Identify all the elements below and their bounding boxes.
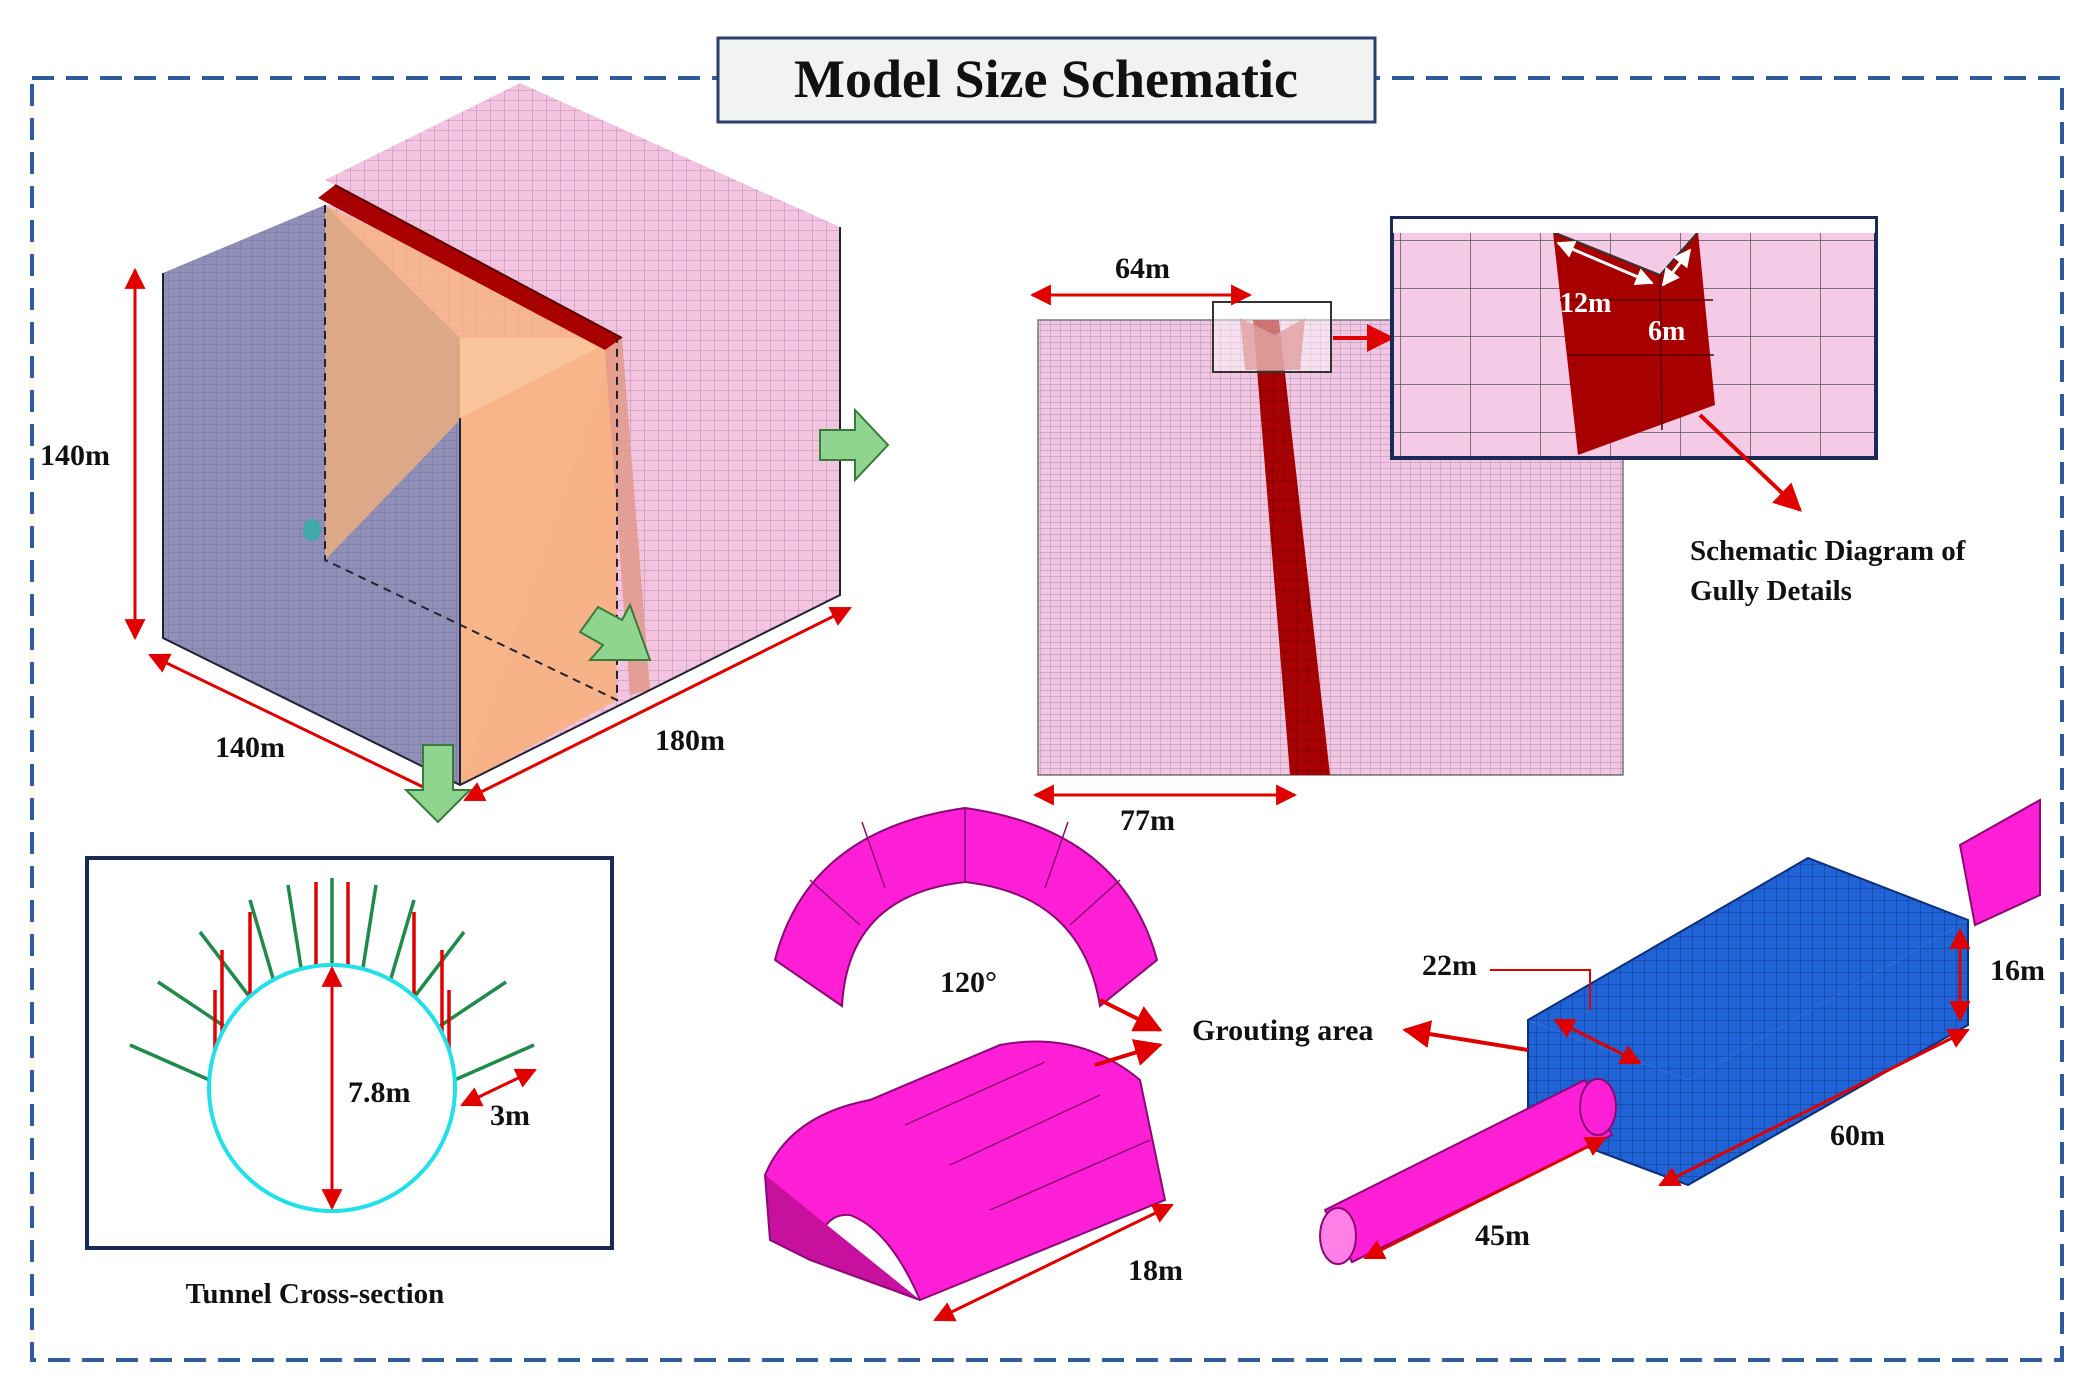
dim-gully-depth bbox=[1661, 248, 1692, 287]
dim-length bbox=[463, 606, 852, 802]
dim-width bbox=[148, 653, 452, 802]
grout-angle-label: 120° bbox=[940, 966, 997, 999]
model-top-face-back bbox=[325, 83, 840, 338]
dim-block-height-label: 16m bbox=[1990, 954, 2045, 987]
dim-grout-length-label: 18m bbox=[1128, 1254, 1183, 1287]
dim-tunnel-length-label: 45m bbox=[1475, 1219, 1530, 1252]
grout-arch-top bbox=[773, 806, 1159, 1008]
flow-arrow-icon bbox=[819, 407, 890, 483]
dim-diameter-label: 7.8m bbox=[348, 1076, 411, 1109]
tunnel-pipe-left bbox=[1323, 1078, 1614, 1264]
dim-bottom-length-label: 77m bbox=[1120, 804, 1175, 837]
gully-caption-2: Gully Details bbox=[1690, 575, 1852, 607]
tunnel-caption: Tunnel Cross-section bbox=[186, 1278, 445, 1310]
grout-label: Grouting area bbox=[1192, 1014, 1373, 1047]
dim-block-length-label: 60m bbox=[1830, 1119, 1885, 1152]
dim-length-label: 180m bbox=[655, 724, 725, 757]
model-3d: 140m 140m 180m bbox=[40, 83, 890, 824]
gully-right-face bbox=[605, 338, 650, 695]
dashed-frame bbox=[30, 76, 2064, 1362]
dim-height-label: 140m bbox=[40, 439, 110, 472]
gully-caption-1: Schematic Diagram of bbox=[1690, 535, 1966, 567]
dim-width-label: 140m bbox=[215, 731, 285, 764]
title-box: Model Size Schematic bbox=[716, 36, 1377, 124]
dim-block-width-label: 22m bbox=[1422, 949, 1477, 982]
grout-callout-bottom bbox=[1094, 1039, 1163, 1067]
flow-arrow-icon bbox=[578, 602, 652, 661]
tunnel-pipe-right bbox=[1958, 798, 2041, 927]
dim-grout-length bbox=[933, 1203, 1174, 1322]
dim-gully-width-label: 12m bbox=[1560, 288, 1611, 319]
tunnel-opening bbox=[303, 519, 321, 541]
gully-groove bbox=[318, 185, 622, 350]
dim-block-width-leader bbox=[1490, 969, 1591, 1010]
dim-block-width bbox=[1553, 1018, 1642, 1065]
dim-gully-offset-label: 64m bbox=[1115, 252, 1170, 285]
grout-callout-top bbox=[1099, 998, 1163, 1032]
dim-gully-width bbox=[1556, 241, 1654, 285]
plan-gully-strip bbox=[1253, 320, 1330, 775]
tunnel-pipe-end bbox=[1319, 1207, 1357, 1265]
tunnel-cross-section: 7.8m 3m Tunnel Cross-section bbox=[85, 856, 614, 1310]
page-title: Model Size Schematic bbox=[794, 49, 1298, 109]
gully-detail-channel bbox=[1553, 232, 1715, 455]
gully-detail: 12m 6m Schematic Diagram of Gully Detail… bbox=[1390, 216, 1966, 607]
flow-arrow-icon bbox=[403, 744, 473, 824]
dim-tunnel-length bbox=[1363, 1136, 1607, 1260]
dim-block-length bbox=[1658, 1028, 1970, 1187]
dim-gully-depth-label: 6m bbox=[1648, 316, 1685, 347]
dim-bolt-length-label: 3m bbox=[490, 1099, 530, 1132]
dim-bolt-length bbox=[460, 1068, 537, 1107]
block-model: 22m 16m 60m 45m bbox=[1319, 798, 2045, 1265]
grout-callout-block bbox=[1402, 1020, 1529, 1052]
gully-callout-arrow bbox=[1698, 413, 1803, 512]
grouting-area: 120° Grouting area 18m bbox=[763, 806, 1373, 1322]
